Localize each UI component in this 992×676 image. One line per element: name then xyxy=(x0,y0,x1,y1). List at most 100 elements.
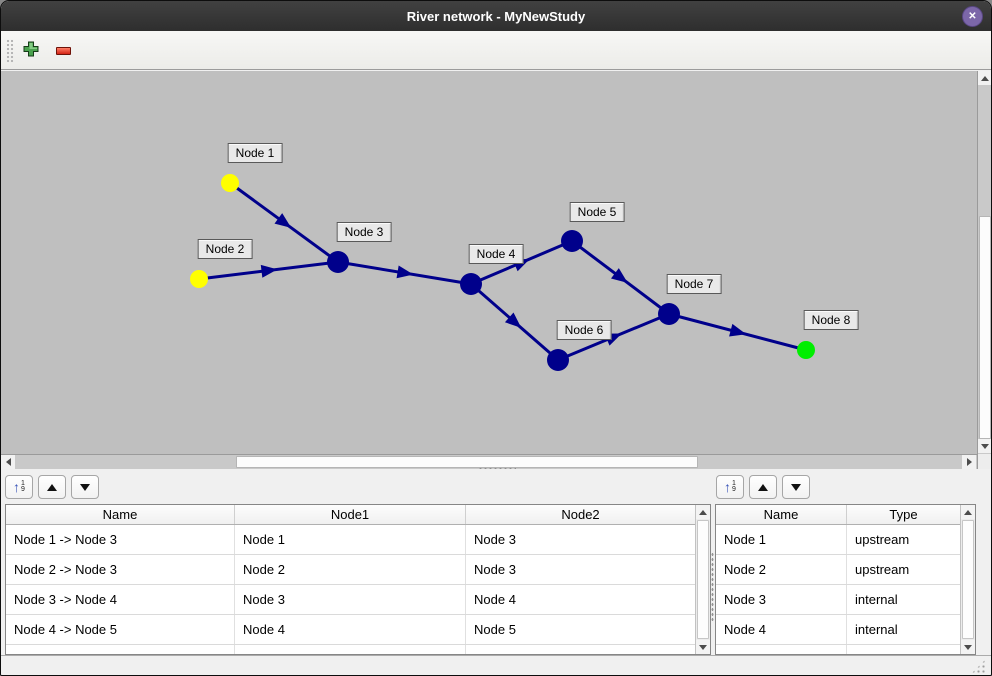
triangle-down-icon xyxy=(699,644,707,650)
table-cell[interactable]: upstream xyxy=(855,562,910,577)
reach-move-up-button[interactable] xyxy=(38,475,66,499)
triangle-up-icon xyxy=(964,509,972,515)
status-bar xyxy=(1,655,991,675)
reach-move-down-button[interactable] xyxy=(71,475,99,499)
column-header[interactable]: Name xyxy=(6,505,235,524)
triangle-down-icon xyxy=(964,644,972,650)
table-cell[interactable]: Node 4 xyxy=(474,592,516,607)
scroll-up-button[interactable] xyxy=(978,71,991,85)
node-circle[interactable] xyxy=(547,349,569,371)
node-circle[interactable] xyxy=(327,251,349,273)
edge-arrow-icon xyxy=(396,265,414,279)
close-icon: ✕ xyxy=(968,11,977,22)
red-minus-icon xyxy=(55,47,71,55)
table-row[interactable]: Node 2 upstream xyxy=(716,555,960,585)
table-cell[interactable]: Node 1 xyxy=(716,525,847,554)
column-header[interactable]: Node2 xyxy=(561,507,600,522)
table-cell[interactable]: Node 3 xyxy=(474,532,516,547)
table-cell[interactable]: Node 1 -> Node 3 xyxy=(6,525,235,554)
node-label: Node 8 xyxy=(803,310,859,330)
scroll-right-button[interactable] xyxy=(962,455,976,469)
node-circle[interactable] xyxy=(190,270,208,288)
node-table-header: Name Type xyxy=(716,505,960,525)
table-cell[interactable]: Node 3 xyxy=(235,585,466,614)
table-row-partial xyxy=(6,645,695,654)
scroll-up-button[interactable] xyxy=(961,505,975,519)
network-svg xyxy=(190,174,815,371)
node-circle[interactable] xyxy=(561,230,583,252)
table-cell[interactable]: Node 3 -> Node 4 xyxy=(6,585,235,614)
table-cell[interactable]: Node 5 xyxy=(474,622,516,637)
node-circle[interactable] xyxy=(797,341,815,359)
table-cell[interactable]: Node 1 xyxy=(235,525,466,554)
scroll-thumb[interactable] xyxy=(697,520,709,639)
node-circle[interactable] xyxy=(221,174,239,192)
column-header[interactable]: Name xyxy=(716,505,847,524)
edge-arrow-icon xyxy=(610,268,628,283)
green-plus-icon xyxy=(23,41,39,62)
table-cell[interactable]: internal xyxy=(855,622,898,637)
table-cell[interactable]: internal xyxy=(855,592,898,607)
node-move-up-button[interactable] xyxy=(749,475,777,499)
add-node-button[interactable] xyxy=(19,39,43,63)
table-cell[interactable]: upstream xyxy=(855,532,910,547)
table-cell[interactable]: Node 3 xyxy=(474,562,516,577)
triangle-down-icon xyxy=(981,443,989,449)
node-label: Node 3 xyxy=(336,222,392,242)
column-header[interactable]: Type xyxy=(889,507,918,522)
node-move-down-button[interactable] xyxy=(782,475,810,499)
table-row[interactable]: Node 1 upstream xyxy=(716,525,960,555)
table-cell[interactable]: Node 2 xyxy=(716,555,847,584)
vertical-scroll-thumb[interactable] xyxy=(979,216,991,439)
table-cell xyxy=(6,645,235,654)
table-cell[interactable]: Node 3 xyxy=(716,585,847,614)
node-label: Node 7 xyxy=(666,274,722,294)
table-cell[interactable]: Node 2 xyxy=(235,555,466,584)
node-circle[interactable] xyxy=(460,273,482,295)
node-table-scrollbar[interactable] xyxy=(960,505,975,654)
table-cell xyxy=(466,645,695,654)
node-circle[interactable] xyxy=(658,303,680,325)
remove-node-button[interactable] xyxy=(51,39,75,63)
table-row[interactable]: Node 4 internal xyxy=(716,615,960,645)
node-label: Node 1 xyxy=(227,143,283,163)
table-cell[interactable]: Node 4 -> Node 5 xyxy=(6,615,235,644)
column-header[interactable]: Node1 xyxy=(235,505,466,524)
table-cell[interactable]: Node 2 -> Node 3 xyxy=(6,555,235,584)
scroll-thumb[interactable] xyxy=(962,520,974,639)
toolbar-drag-handle[interactable] xyxy=(6,39,14,63)
table-cell[interactable]: Node 4 xyxy=(716,615,847,644)
edge-arrow-icon xyxy=(260,264,278,278)
horizontal-scroll-thumb[interactable] xyxy=(236,456,698,468)
scroll-down-button[interactable] xyxy=(978,439,991,453)
window-resize-grip[interactable] xyxy=(971,659,986,674)
scroll-down-button[interactable] xyxy=(961,640,975,654)
canvas-vertical-scrollbar[interactable] xyxy=(977,71,991,454)
table-cell[interactable]: Node 4 xyxy=(235,615,466,644)
scroll-up-button[interactable] xyxy=(696,505,710,519)
close-button[interactable]: ✕ xyxy=(962,6,983,27)
reach-table-scrollbar[interactable] xyxy=(695,505,710,654)
canvas-horizontal-scrollbar[interactable] xyxy=(1,454,977,469)
triangle-up-icon xyxy=(699,509,707,515)
node-label: Node 2 xyxy=(197,239,253,259)
titlebar[interactable]: River network - MyNewStudy ✕ xyxy=(1,1,991,31)
triangle-left-icon xyxy=(5,458,11,466)
table-row[interactable]: Node 3 internal xyxy=(716,585,960,615)
vertical-splitter-handle[interactable] xyxy=(711,552,714,622)
table-cell xyxy=(847,645,960,654)
scroll-down-button[interactable] xyxy=(696,640,710,654)
scroll-left-button[interactable] xyxy=(1,455,15,469)
